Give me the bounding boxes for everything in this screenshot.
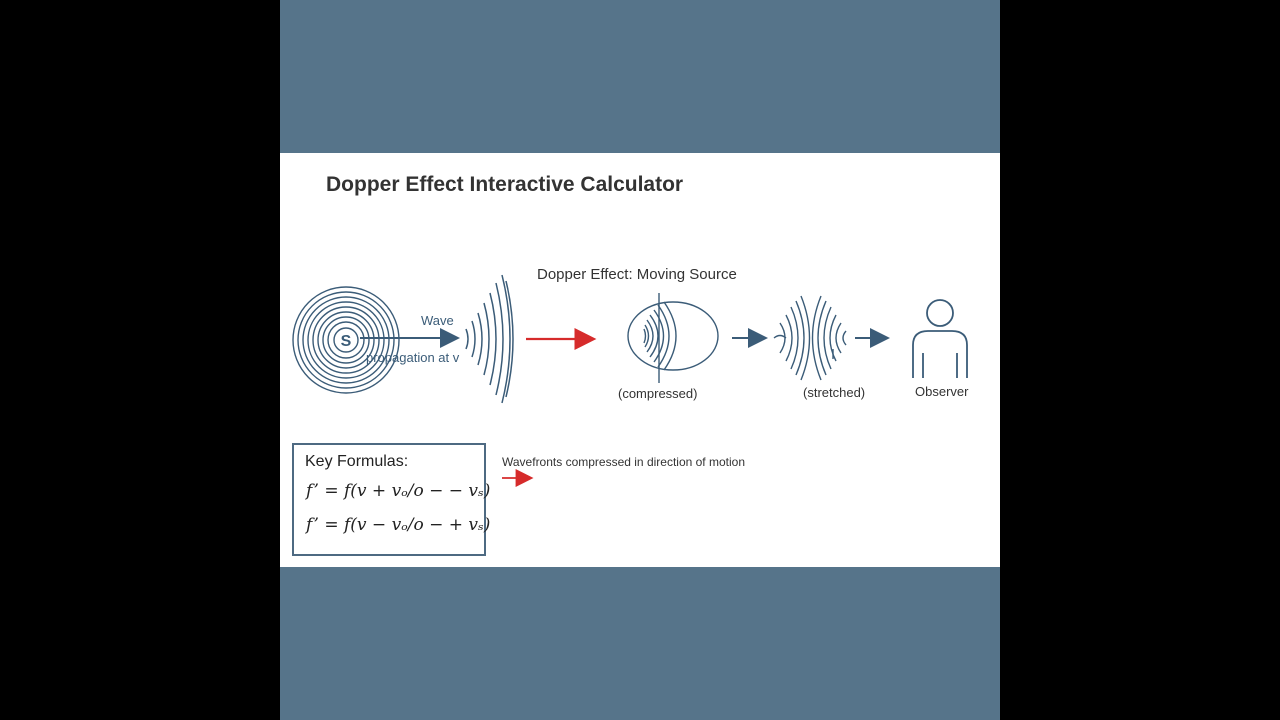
stretched-label: (stretched) <box>803 385 866 400</box>
diagram-title: Dopper Effect: Moving Source <box>537 266 737 283</box>
diagram-card: Dopper Effect Interactive Calculator <box>280 153 1000 567</box>
formula-line: f’ = f(v − vₒ/o − + vₛ) <box>306 515 491 535</box>
compressed-wavefronts <box>627 293 719 383</box>
wave-label: Wave <box>421 313 454 328</box>
formula-heading: Key Formulas: <box>305 453 409 470</box>
doppler-diagram: S <box>292 274 968 487</box>
stretched-wavefronts <box>773 295 847 381</box>
motion-note: Wavefronts compressed in direction of mo… <box>502 455 745 469</box>
key-formulas-box: Key Formulas: f’ = f(v + vₒ/o − − vₛ) f’… <box>292 443 490 556</box>
propagation-label: propagation at v <box>366 350 460 365</box>
source-symbol: S <box>341 333 352 350</box>
page-title: Dopper Effect Interactive Calculator <box>326 173 684 196</box>
outgoing-wave-arcs <box>465 274 514 404</box>
source-wave-circles <box>292 286 400 394</box>
formula-line: f’ = f(v + vₒ/o − − vₛ) <box>306 481 491 501</box>
compressed-label: (compressed) <box>618 386 698 401</box>
observer-label: Observer <box>915 384 969 399</box>
observer-figure <box>912 299 968 378</box>
slide-frame: Dopper Effect Interactive Calculator <box>280 0 1000 720</box>
